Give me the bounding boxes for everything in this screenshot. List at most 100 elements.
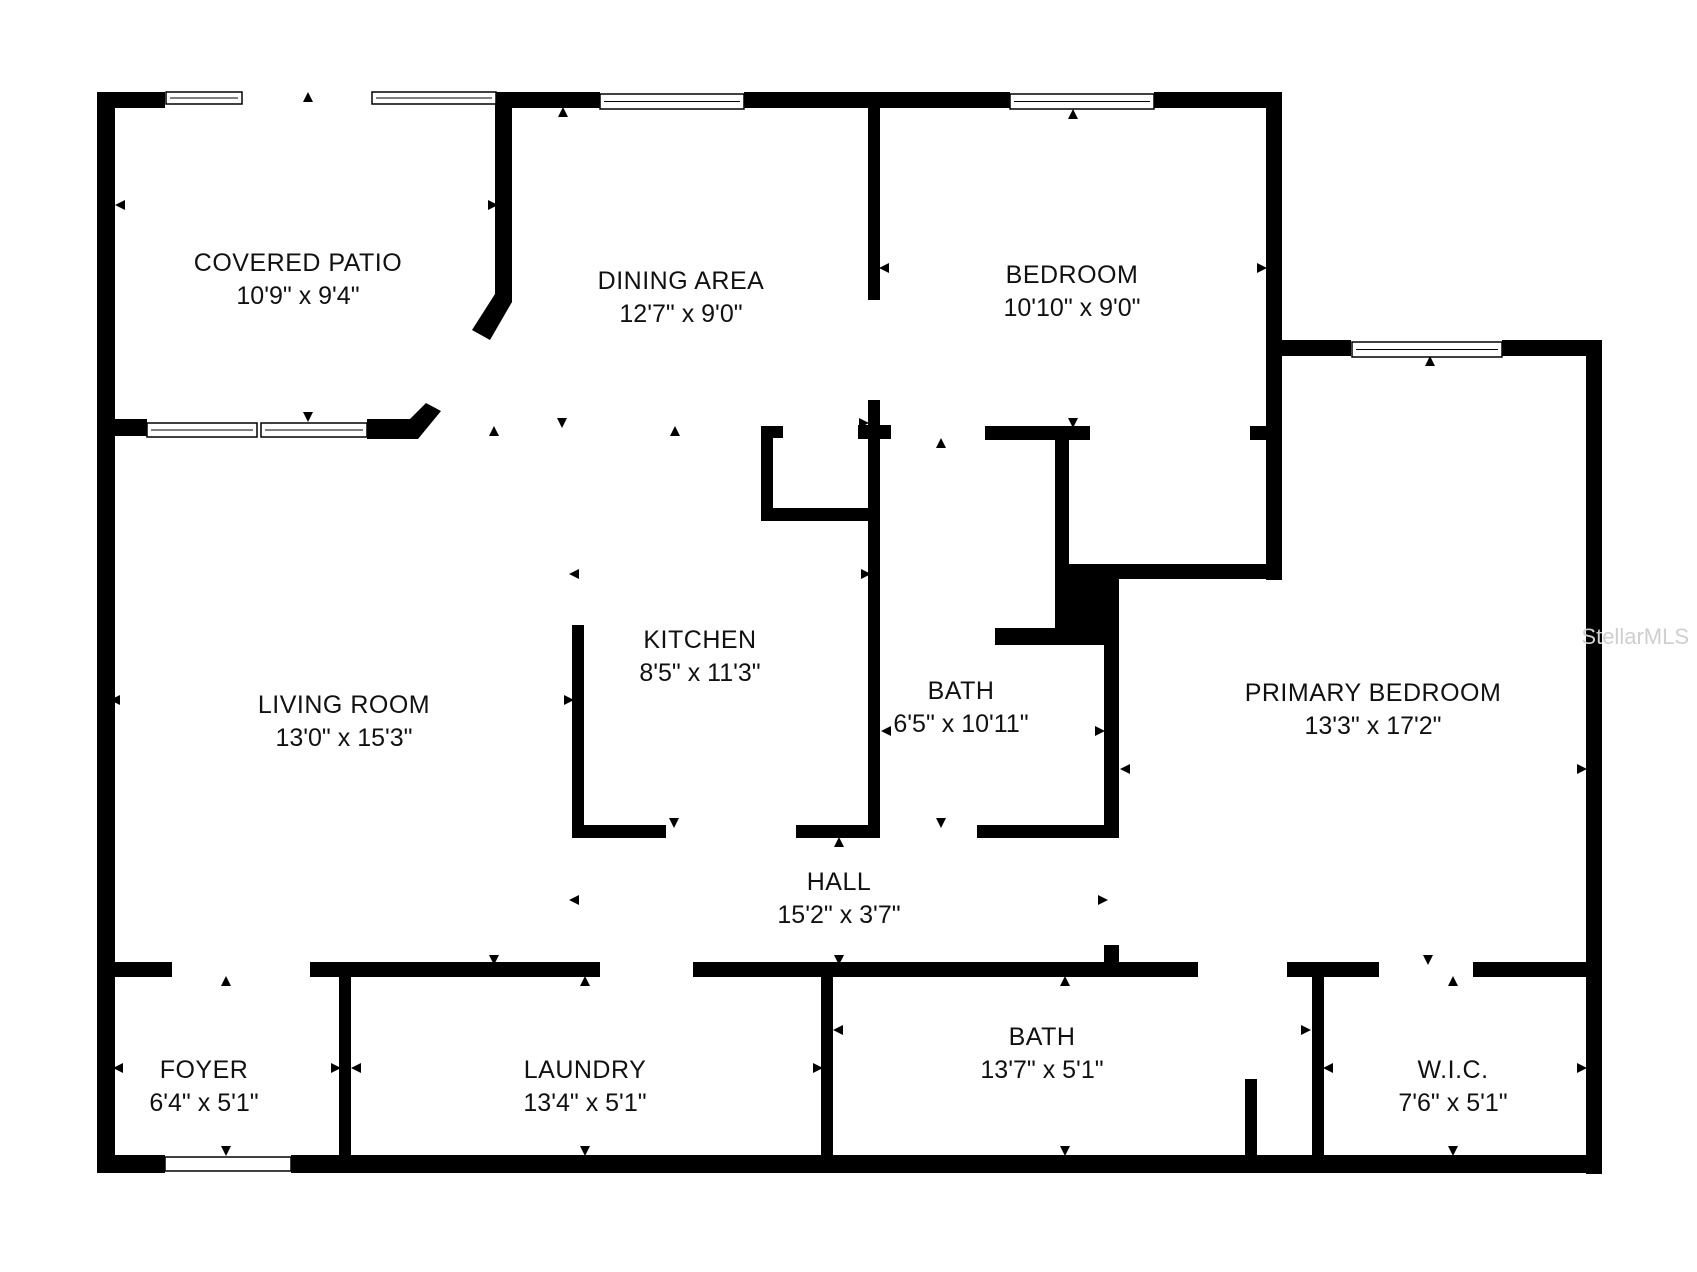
- dimension-marker: [1098, 895, 1108, 905]
- window: [1009, 93, 1155, 110]
- room-name: BATH: [1008, 1023, 1076, 1051]
- dimension-marker: [936, 438, 946, 448]
- room-dimensions: 13'3" x 17'2": [1304, 712, 1442, 740]
- dimension-marker: [1060, 1146, 1070, 1156]
- wall: [97, 1155, 165, 1173]
- room-dimensions: 13'7" x 5'1": [980, 1056, 1104, 1084]
- room-name: BEDROOM: [1005, 261, 1139, 289]
- wall: [1473, 962, 1602, 977]
- room-dimensions: 8'5" x 11'3": [639, 659, 761, 687]
- wall: [761, 426, 773, 520]
- wall: [1266, 340, 1351, 356]
- dimension-marker: [1068, 418, 1078, 428]
- wall: [1266, 92, 1282, 347]
- room-dimensions: 10'10" x 9'0": [1003, 294, 1141, 322]
- dimension-marker: [834, 837, 844, 847]
- room-dimensions: 7'6" x 5'1": [1398, 1089, 1508, 1117]
- room-name: LAUNDRY: [523, 1056, 647, 1084]
- dimension-marker: [115, 200, 125, 210]
- dimension-marker: [1068, 109, 1078, 119]
- dimension-marker: [351, 1063, 361, 1073]
- room-name: W.I.C.: [1417, 1056, 1489, 1084]
- dimension-marker: [1448, 1146, 1458, 1156]
- wall: [796, 825, 880, 838]
- wall: [1312, 962, 1324, 1172]
- dimension-marker: [564, 695, 574, 705]
- room-name: DINING AREA: [597, 267, 765, 295]
- wall: [868, 426, 880, 826]
- wall: [310, 962, 600, 977]
- dimension-marker: [1577, 1063, 1587, 1073]
- windows: [146, 91, 1503, 1172]
- window: [260, 422, 368, 438]
- dimension-marker: [1577, 764, 1587, 774]
- dimension-markers: [110, 92, 1587, 1156]
- window: [599, 93, 745, 110]
- wall: [1266, 340, 1282, 580]
- wall: [977, 825, 1119, 838]
- dimension-marker: [670, 426, 680, 436]
- wall: [1586, 340, 1602, 1174]
- room-label-kitchen: KITCHEN 8'5" x 11'3": [639, 624, 760, 690]
- sliding-door: [164, 1156, 292, 1172]
- wall: [761, 508, 880, 521]
- wall: [868, 108, 880, 300]
- wall: [1055, 426, 1069, 576]
- dimension-marker: [488, 200, 498, 210]
- dimension-marker: [303, 92, 313, 102]
- room-dimensions: 12'7" x 9'0": [619, 300, 743, 328]
- room-dimensions: 13'4" x 5'1": [523, 1089, 647, 1117]
- room-dimensions: 10'9" x 9'4": [236, 282, 360, 310]
- room-label-laundry: LAUNDRY 13'4" x 5'1": [523, 1054, 646, 1120]
- room-name: COVERED PATIO: [193, 249, 403, 277]
- dimension-marker: [489, 955, 499, 965]
- room-label-bedroom: BEDROOM 10'10" x 9'0": [1003, 259, 1140, 325]
- room-label-foyer: FOYER 6'4" x 5'1": [149, 1054, 258, 1120]
- dimension-marker: [489, 426, 499, 436]
- dimension-marker: [569, 895, 579, 905]
- room-label-dining-area: DINING AREA 12'7" x 9'0": [598, 265, 765, 331]
- window: [146, 422, 258, 438]
- room-label-living-room: LIVING ROOM 13'0" x 15'3": [258, 689, 430, 755]
- dimension-marker: [110, 695, 120, 705]
- dimension-marker: [1120, 764, 1130, 774]
- wall: [1107, 945, 1119, 975]
- room-label-bath-2: BATH 13'7" x 5'1": [980, 1021, 1103, 1087]
- dimension-marker: [221, 1146, 231, 1156]
- dimension-marker: [1257, 263, 1267, 273]
- room-name: LIVING ROOM: [257, 691, 431, 719]
- wall: [1502, 340, 1602, 356]
- room-label-wic: W.I.C. 7'6" x 5'1": [1398, 1054, 1507, 1120]
- wall-angled: [367, 403, 441, 439]
- room-label-bath-1: BATH 6'5" x 10'11": [893, 675, 1028, 741]
- watermark: StellarMLS: [1581, 624, 1689, 649]
- room-name: FOYER: [159, 1056, 249, 1084]
- dimension-marker: [879, 263, 889, 273]
- dimension-marker: [569, 569, 579, 579]
- dimension-marker: [1323, 1063, 1333, 1073]
- wall: [97, 419, 147, 436]
- dimension-marker: [113, 1063, 123, 1073]
- room-name: HALL: [806, 868, 872, 896]
- room-name: KITCHEN: [643, 626, 757, 654]
- dimension-marker: [580, 1146, 590, 1156]
- dimension-marker: [861, 569, 871, 579]
- dimension-marker: [669, 818, 679, 828]
- wall: [495, 92, 512, 302]
- wall: [572, 625, 584, 837]
- dimension-marker: [557, 418, 567, 428]
- wall: [693, 962, 1198, 977]
- wall: [985, 426, 1090, 440]
- wall: [339, 962, 351, 1172]
- window: [165, 91, 243, 105]
- dimension-marker: [331, 1063, 341, 1073]
- window: [1351, 341, 1503, 358]
- room-dimensions: 15'2" x 3'7": [777, 901, 901, 929]
- dimension-marker: [1301, 1025, 1311, 1035]
- room-label-hall: HALL 15'2" x 3'7": [777, 866, 900, 932]
- dimension-marker: [1448, 976, 1458, 986]
- wall: [97, 92, 115, 1173]
- wall-angled: [472, 294, 512, 340]
- dimension-marker: [1423, 955, 1433, 965]
